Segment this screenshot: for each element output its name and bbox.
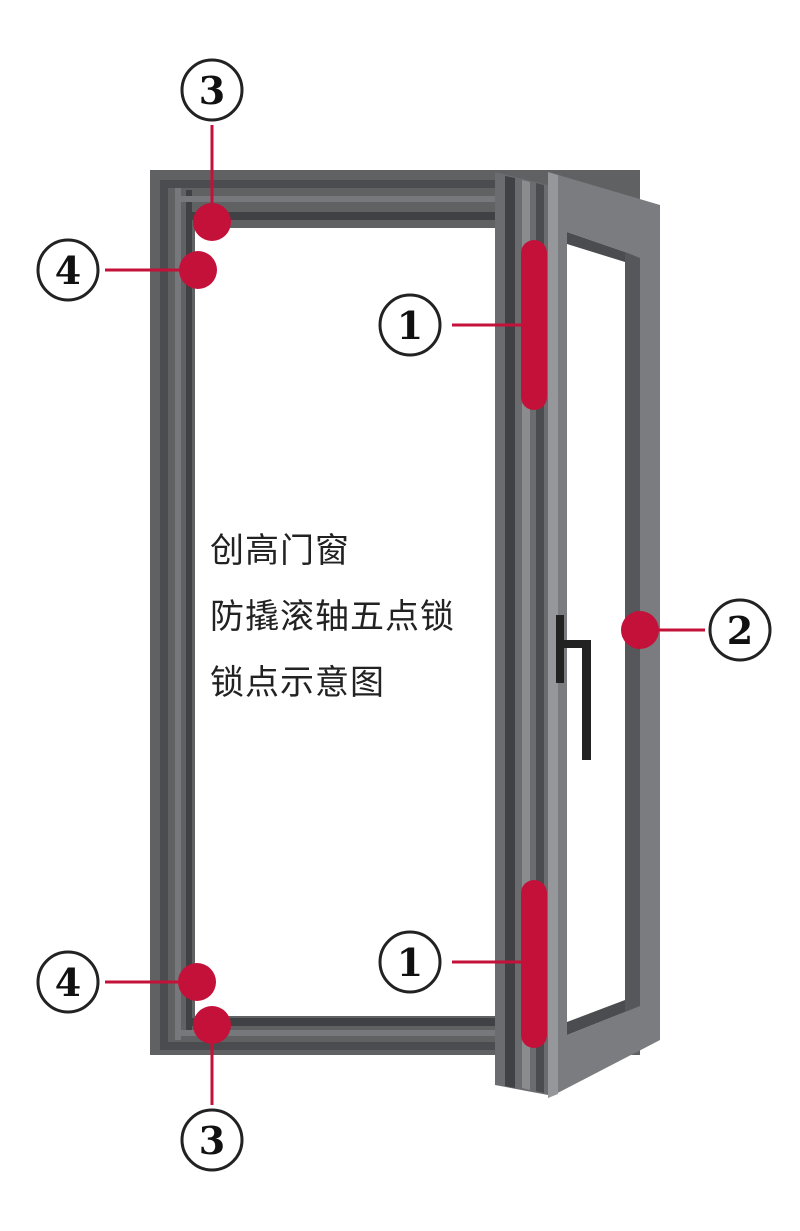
callout-number: 2 [727, 608, 753, 653]
callout-number: 1 [397, 303, 423, 348]
caption-line-lock: 防撬滚轴五点锁 [210, 597, 455, 637]
window-handle [556, 615, 591, 760]
frame-opening [195, 228, 495, 1016]
lock-points [178, 203, 659, 1048]
callout-top-keeper: 3 [180, 58, 244, 122]
callout-upper-roller: 1 [378, 293, 442, 357]
callout-number: 1 [397, 940, 423, 985]
callout-number: 3 [199, 1118, 225, 1163]
callout-circles: 3 4 1 2 1 4 3 [36, 58, 772, 1172]
caption-line-diagram: 锁点示意图 [210, 663, 385, 703]
sash-glass [567, 232, 625, 1035]
lock-point-bottom-keeper [193, 1006, 231, 1044]
callout-number: 4 [55, 248, 81, 293]
callout-bottom-corner: 4 [36, 950, 100, 1014]
caption-line-brand: 创高门窗 [210, 531, 350, 571]
callout-number: 4 [55, 960, 81, 1005]
lock-point-top-keeper [193, 203, 231, 241]
callout-number: 3 [199, 68, 225, 113]
lock-point-bottom-corner [178, 963, 216, 1001]
callout-side-center: 2 [708, 598, 772, 662]
callout-bottom-keeper: 3 [180, 1108, 244, 1172]
callout-lines [105, 125, 705, 1105]
caption-block: 创高门窗 防撬滚轴五点锁 锁点示意图 [210, 518, 455, 716]
callout-lower-roller: 1 [378, 930, 442, 994]
lock-point-lower-roller [521, 880, 547, 1048]
lock-point-upper-roller [521, 240, 547, 410]
open-sash [548, 172, 660, 1098]
lock-point-side-center [621, 611, 659, 649]
lock-point-top-corner [179, 251, 217, 289]
callout-top-corner: 4 [36, 238, 100, 302]
